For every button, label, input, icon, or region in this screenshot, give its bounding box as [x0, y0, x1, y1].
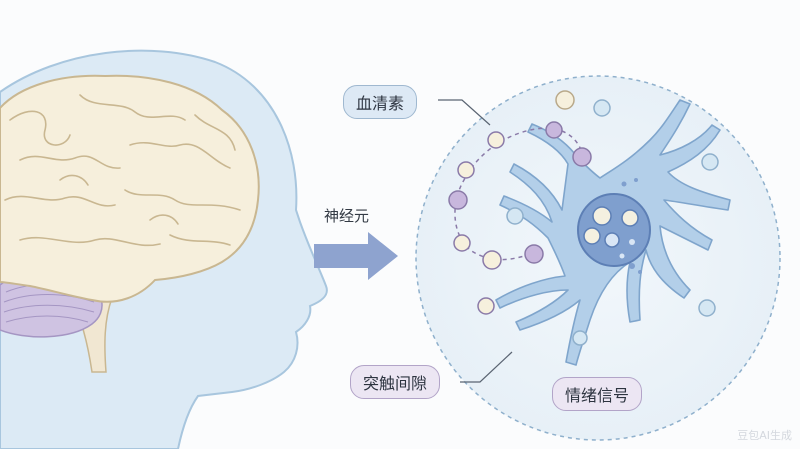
brain-folds	[4, 94, 241, 247]
neuron-label: 神经元	[324, 207, 370, 225]
serotonin-leader-line	[438, 99, 491, 126]
floating-vesicles	[506, 90, 719, 346]
synapse-leader-line	[460, 351, 513, 383]
serotonin-vesicles	[448, 121, 592, 315]
synapse-label: 突触间隙	[350, 365, 441, 399]
cytoplasm-dots	[621, 178, 642, 274]
serotonin-label: 血清素	[343, 85, 418, 119]
right-arrow-icon	[314, 232, 398, 280]
emotion-signal-label: 情绪信号	[552, 377, 643, 411]
watermark: 豆包AI生成	[737, 429, 792, 442]
cerebrum	[0, 74, 260, 303]
nucleus-vesicles	[583, 206, 639, 259]
